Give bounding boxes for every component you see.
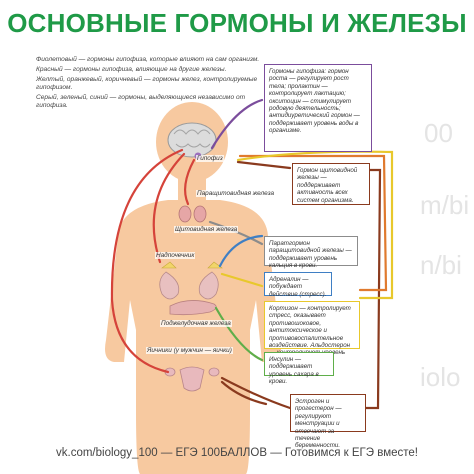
kidneys-icon <box>159 271 219 300</box>
watermark-text: iolo <box>420 362 461 392</box>
box-estrogen: Эстроген и прогестерон — регулируют менс… <box>290 394 366 449</box>
box-parathormone: Паратгормон паращитовидной железы — подд… <box>264 236 358 269</box>
ovaries-icon <box>164 366 220 392</box>
label-gonads: Яичники (у мужчин — яички) <box>146 347 233 354</box>
arrow-orange <box>238 154 388 292</box>
watermark-text: n/bi <box>420 250 462 280</box>
box-pituitary-hormones: Гормоны гипофиза: гормон роста — регулир… <box>264 64 372 152</box>
label-pituitary: Гипофиз <box>196 155 224 162</box>
footer-text: vk.com/biology_100 — ЕГЭ 100БАЛЛОВ — Гот… <box>56 447 418 459</box>
arrow-brown-estrogen <box>220 380 268 406</box>
arrow-red-ovaries <box>110 148 184 374</box>
body-silhouette <box>105 102 281 474</box>
arrow-yellow <box>236 150 394 300</box>
legend-violet: Фиолетовый — гормоны гипофиза, которые в… <box>36 56 260 63</box>
thyroid-gland-icon <box>178 205 207 223</box>
page-title: ОСНОВНЫЕ ГОРМОНЫ И ЖЕЛЕЗЫ <box>7 8 467 38</box>
legend-independent: Серый, зеленый, синий — гормоны, выделяю… <box>36 94 246 109</box>
arrow-red-adrenal <box>152 152 186 264</box>
box-insulin: Инсулин — поддерживает уровень сахара в … <box>264 352 334 385</box>
arrow-yellow-cortisol <box>220 272 264 288</box>
arrow-violet <box>210 98 264 150</box>
watermark-text: 00 <box>424 118 453 148</box>
box-adrenaline: Адреналин — побуждает действие (стресс). <box>264 272 332 298</box>
label-pancreas: Поджелудочная железа <box>160 320 232 327</box>
label-parathyroid: Паращитовидная железа <box>196 190 276 197</box>
arrow-blue <box>218 234 264 268</box>
arrow-brown <box>236 160 292 170</box>
adrenal-gland-icon <box>161 261 223 269</box>
label-adrenal: Надпочечник <box>155 252 196 259</box>
legend-red: Красный — гормоны гипофиза, влияющие на … <box>36 66 227 73</box>
arrow-green <box>214 306 264 362</box>
legend-controlled: Желтый, оранжевый, коричневый — гормоны … <box>36 76 258 91</box>
box-cortisol: Кортизон — контролирует стресс, оказывае… <box>264 301 360 364</box>
watermark-text: m/bi <box>420 190 470 220</box>
color-legend: Фиолетовый — гормоны гипофиза, которые в… <box>36 56 264 112</box>
box-thyroid-hormone: Гормон щитовидной железы — поддерживает … <box>292 163 370 205</box>
label-thyroid: Щитовидная железа <box>174 226 239 233</box>
arrow-red-thyroid <box>183 158 196 206</box>
